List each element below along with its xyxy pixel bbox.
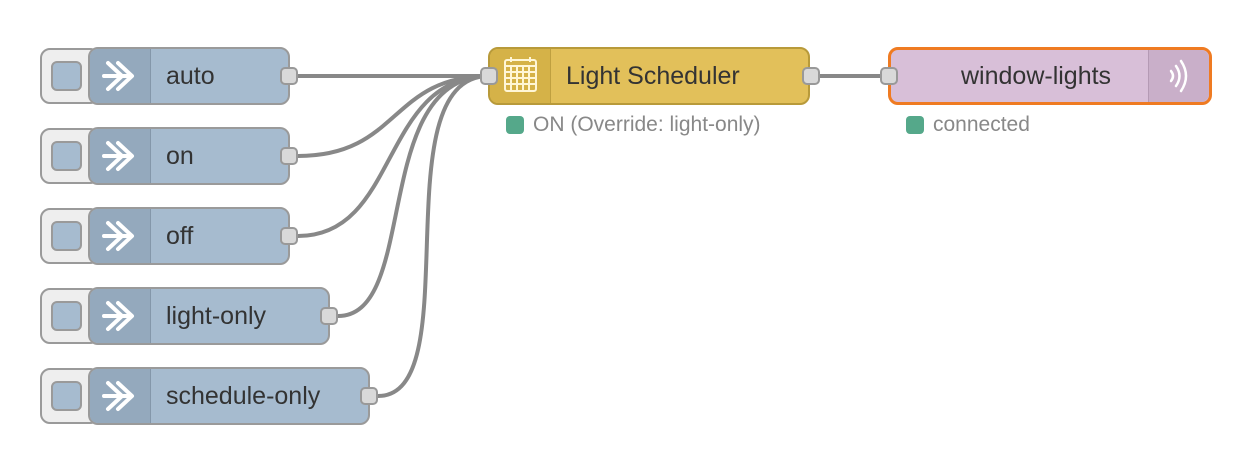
wifi-signal-icon xyxy=(1148,50,1209,102)
light-scheduler-node[interactable]: Light Scheduler xyxy=(488,47,810,105)
wire-off-to-scheduler[interactable] xyxy=(297,74,490,238)
inject-node-off[interactable]: off xyxy=(88,207,290,265)
inject-arrow-icon xyxy=(90,209,151,263)
inject-arrow-icon xyxy=(90,49,151,103)
inject-arrow-icon xyxy=(90,129,151,183)
output-port-auto[interactable] xyxy=(280,67,298,85)
input-port-scheduler[interactable] xyxy=(480,67,498,85)
inject-node-light-only[interactable]: light-only xyxy=(88,287,330,345)
output-port-scheduler[interactable] xyxy=(802,67,820,85)
scheduler-node-label: Light Scheduler xyxy=(566,62,740,90)
mqtt-status: connected xyxy=(906,112,1030,138)
inject-button-face xyxy=(51,221,82,251)
status-dot-icon xyxy=(906,116,924,134)
inject-node-label: off xyxy=(166,222,194,250)
status-dot-icon xyxy=(506,116,524,134)
wire-on-to-scheduler[interactable] xyxy=(297,74,490,158)
wire-schedule-only-to-scheduler[interactable] xyxy=(377,74,490,398)
inject-node-label: auto xyxy=(166,62,215,90)
inject-node-label: schedule-only xyxy=(166,382,321,410)
inject-arrow-icon xyxy=(90,289,151,343)
output-port-schedule-only[interactable] xyxy=(360,387,378,405)
scheduler-status-text: ON (Override: light-only) xyxy=(533,113,761,136)
inject-node-auto[interactable]: auto xyxy=(88,47,290,105)
inject-button-face xyxy=(51,381,82,411)
scheduler-status: ON (Override: light-only) xyxy=(506,112,761,138)
output-port-light-only[interactable] xyxy=(320,307,338,325)
inject-button-face xyxy=(51,141,82,171)
inject-arrow-icon xyxy=(90,369,151,423)
output-port-on[interactable] xyxy=(280,147,298,165)
inject-node-on[interactable]: on xyxy=(88,127,290,185)
calendar-icon xyxy=(490,49,551,103)
output-port-off[interactable] xyxy=(280,227,298,245)
inject-node-schedule-only[interactable]: schedule-only xyxy=(88,367,370,425)
wire-light-only-to-scheduler[interactable] xyxy=(337,74,490,318)
mqtt-status-text: connected xyxy=(933,113,1030,136)
window-lights-mqtt-node[interactable]: window-lights xyxy=(888,47,1212,105)
inject-node-label: light-only xyxy=(166,302,267,330)
mqtt-node-label: window-lights xyxy=(961,62,1112,90)
inject-button-face xyxy=(51,61,82,91)
inject-node-label: on xyxy=(166,142,194,170)
inject-button-face xyxy=(51,301,82,331)
input-port-mqtt[interactable] xyxy=(880,67,898,85)
